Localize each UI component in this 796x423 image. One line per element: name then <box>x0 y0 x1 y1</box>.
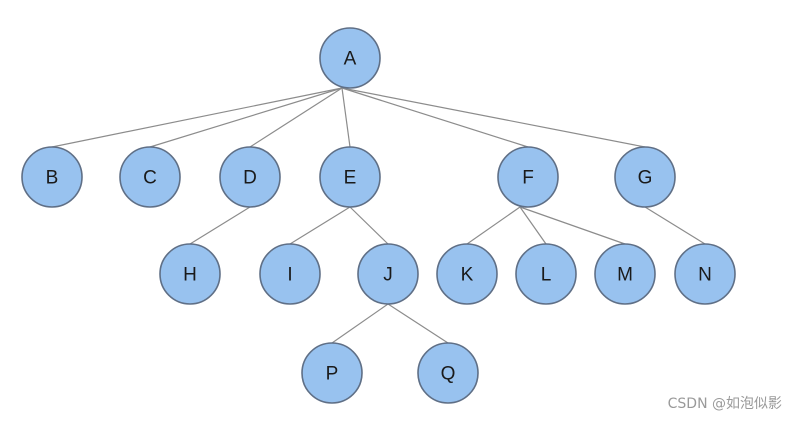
node-circle-a <box>319 27 381 89</box>
node-label-n: N <box>698 265 712 286</box>
edge-a-c <box>149 87 343 148</box>
node-label-h: H <box>183 265 197 286</box>
node-label-l: L <box>541 265 552 286</box>
edge-f-m <box>519 206 626 245</box>
node-label-i: I <box>287 265 292 286</box>
node-circle-i <box>259 243 321 305</box>
edge-a-b <box>51 87 343 148</box>
node-label-k: K <box>461 265 474 286</box>
edges-layer <box>51 87 706 344</box>
node-circle-m <box>594 243 656 305</box>
node-q: Q <box>417 342 479 404</box>
node-i: I <box>259 243 321 305</box>
node-circle-h <box>159 243 221 305</box>
watermark: CSDN @如泡似影 <box>667 396 782 412</box>
node-circle-j <box>357 243 419 305</box>
nodes-layer: A B C D E F G H I J K L M N P Q <box>21 27 736 404</box>
node-label-m: M <box>617 265 633 286</box>
node-label-f: F <box>522 168 534 189</box>
edge-e-i <box>289 206 351 245</box>
node-label-d: D <box>243 168 257 189</box>
edge-j-q <box>387 303 449 344</box>
node-circle-n <box>674 243 736 305</box>
edge-e-j <box>349 206 389 245</box>
edge-a-e <box>341 87 351 148</box>
node-circle-f <box>497 146 559 208</box>
node-circle-l <box>515 243 577 305</box>
node-j: J <box>357 243 419 305</box>
node-a: A <box>319 27 381 89</box>
node-g: G <box>614 146 676 208</box>
node-label-c: C <box>143 168 157 189</box>
node-circle-g <box>614 146 676 208</box>
node-circle-b <box>21 146 83 208</box>
edge-j-p <box>331 303 389 344</box>
node-label-e: E <box>344 168 357 189</box>
edge-a-f <box>341 87 529 148</box>
node-l: L <box>515 243 577 305</box>
node-f: F <box>497 146 559 208</box>
node-circle-p <box>301 342 363 404</box>
node-circle-q <box>417 342 479 404</box>
node-b: B <box>21 146 83 208</box>
node-label-j: J <box>383 265 393 286</box>
edge-a-d <box>249 87 343 148</box>
node-p: P <box>301 342 363 404</box>
edge-f-k <box>466 206 521 245</box>
node-m: M <box>594 243 656 305</box>
node-c: C <box>119 146 181 208</box>
edge-a-g <box>341 87 646 148</box>
edge-d-h <box>189 206 251 245</box>
edge-g-n <box>644 206 706 245</box>
node-label-p: P <box>326 364 339 385</box>
node-circle-e <box>319 146 381 208</box>
node-circle-c <box>119 146 181 208</box>
node-d: D <box>219 146 281 208</box>
node-circle-k <box>436 243 498 305</box>
node-label-b: B <box>46 168 59 189</box>
node-circle-d <box>219 146 281 208</box>
node-label-g: G <box>638 168 653 189</box>
node-k: K <box>436 243 498 305</box>
edge-f-l <box>519 206 547 245</box>
node-label-a: A <box>344 49 357 70</box>
node-e: E <box>319 146 381 208</box>
node-n: N <box>674 243 736 305</box>
node-h: H <box>159 243 221 305</box>
node-label-q: Q <box>441 364 456 385</box>
